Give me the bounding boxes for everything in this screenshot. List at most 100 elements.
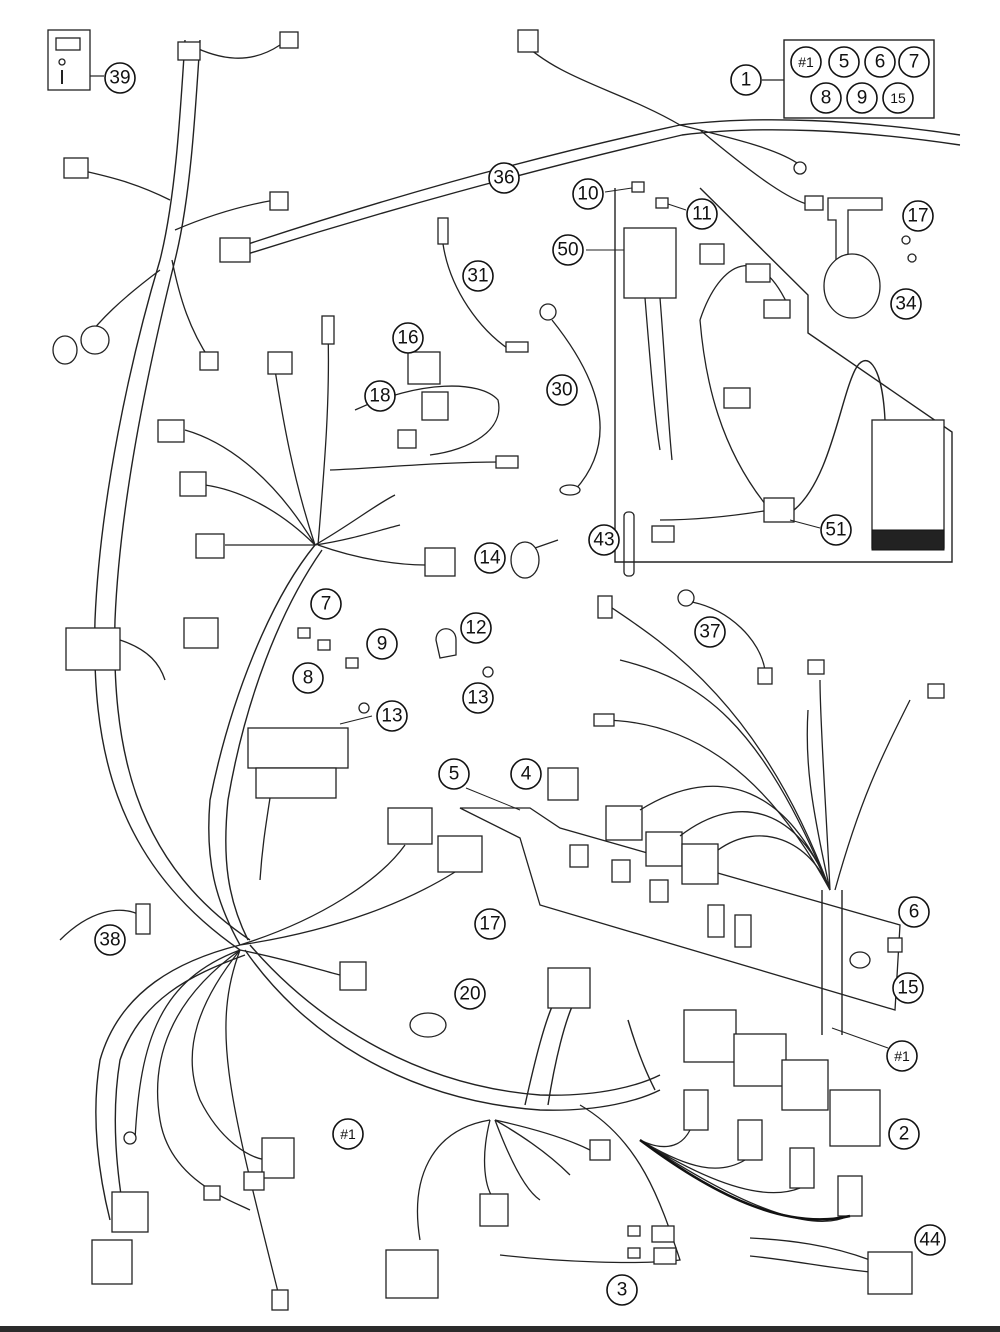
label-5: 5	[438, 758, 470, 790]
svg-text:11: 11	[692, 204, 712, 225]
leader-hash1-right	[831, 1027, 889, 1049]
subharness-to-trunk	[208, 544, 316, 946]
lower-conn-c	[91, 1239, 133, 1285]
label-18: 18	[364, 380, 396, 412]
fuse-box-wires	[259, 797, 271, 881]
fuse-box-base	[255, 767, 337, 799]
subharness-branch-3	[184, 429, 316, 546]
right-harness-trunk	[821, 890, 843, 1035]
svg-text:6: 6	[909, 902, 920, 923]
svg-text:17: 17	[907, 206, 928, 227]
connector-tl-4	[269, 191, 289, 211]
label-kit-15: 15	[882, 82, 914, 114]
plate-slot-2	[611, 859, 631, 883]
center-harness-right	[627, 1019, 656, 1091]
sensor-tl-cap	[52, 335, 78, 365]
svg-text:34: 34	[895, 294, 917, 315]
subharness-conn-2	[321, 315, 335, 345]
right-conn-b	[927, 683, 945, 699]
label-kit-8: 8	[810, 82, 842, 114]
inset-conn-2	[745, 263, 771, 283]
lower-harness-inner	[114, 954, 246, 1221]
harness-top-branch	[519, 39, 681, 126]
subharness-branch-9	[317, 544, 426, 566]
fuse-8	[317, 639, 331, 651]
fuse-9	[345, 657, 359, 669]
part-39-box	[47, 29, 91, 91]
connector-top-center	[517, 29, 539, 53]
multipin-wires	[239, 844, 456, 946]
svg-text:7: 7	[321, 594, 332, 615]
label-4: 4	[510, 758, 542, 790]
part-20-grommet	[409, 1012, 447, 1038]
lower-conn-a	[261, 1137, 295, 1179]
trunk-wires-left	[119, 639, 166, 681]
inset-conn-5	[651, 525, 675, 543]
svg-text:43: 43	[593, 530, 614, 551]
svg-text:2: 2	[899, 1124, 910, 1145]
inset-conn-3	[763, 299, 791, 319]
label-43: 43	[588, 524, 620, 556]
leader-5	[465, 787, 521, 811]
part-3-a	[627, 1225, 641, 1237]
svg-text:17: 17	[479, 914, 500, 935]
part-44-wires	[749, 1237, 871, 1273]
lower-conn-d	[243, 1171, 265, 1191]
part-15-clamp	[849, 951, 871, 969]
label-34: 34	[890, 288, 922, 320]
subharness-to-trunk-2	[225, 549, 323, 941]
subharness-conn-3	[157, 419, 185, 443]
svg-text:16: 16	[397, 328, 418, 349]
subharness-loop	[354, 385, 500, 456]
svg-text:14: 14	[479, 548, 501, 569]
leader-13b	[339, 715, 373, 725]
fuse-box	[247, 727, 349, 769]
label-11: 11	[686, 198, 718, 230]
svg-text:7: 7	[909, 52, 920, 73]
right-conn-a	[807, 659, 825, 675]
part-4-relay	[547, 767, 579, 801]
center-lower-branch-6	[499, 1104, 681, 1264]
svg-text:8: 8	[821, 88, 832, 109]
center-lower-branch-5	[494, 1119, 591, 1151]
svg-text:51: 51	[825, 520, 846, 541]
inset-wire-3	[699, 319, 771, 511]
lower-branch-d	[225, 949, 281, 1301]
svg-text:15: 15	[890, 90, 906, 106]
svg-text:1: 1	[741, 70, 752, 91]
svg-text:15: 15	[897, 978, 918, 999]
connector-right-1	[804, 195, 824, 211]
svg-text:44: 44	[919, 1230, 941, 1251]
right-branch-6	[599, 599, 831, 891]
inset-panel	[614, 187, 953, 563]
right-branch-5	[619, 659, 831, 891]
trunk-connector-left	[65, 627, 121, 671]
relay-socket-3	[789, 1147, 815, 1189]
svg-text:8: 8	[303, 668, 314, 689]
part-38-body	[135, 903, 151, 935]
svg-text:36: 36	[493, 168, 514, 189]
label-51: 51	[820, 514, 852, 546]
inset-wire-2	[659, 297, 673, 461]
label-hash1-bottom: #1	[332, 1118, 364, 1150]
connector-tl-2	[279, 31, 299, 49]
label-10: 10	[572, 178, 604, 210]
part-31-terminal	[505, 341, 529, 353]
bottom-border	[0, 1326, 1000, 1332]
lower-branch-a	[191, 949, 271, 1161]
subharness-branch-4	[204, 484, 316, 546]
lower-branch-c	[134, 949, 241, 1141]
subharness-branch-8	[314, 524, 401, 546]
part-50-relay-holder	[623, 227, 677, 299]
label-37: 37	[694, 616, 726, 648]
part-3-c	[627, 1247, 641, 1259]
part-3-d	[653, 1247, 677, 1265]
center-lower-conn-5	[589, 1139, 611, 1161]
lower-conn-b	[111, 1191, 149, 1233]
inset-wire-4	[699, 265, 791, 321]
relay-4	[829, 1089, 881, 1147]
inset-wire-5	[659, 509, 771, 521]
wire-tl-1	[189, 44, 281, 59]
fuse-7	[297, 627, 311, 639]
connector-tl-3	[63, 157, 89, 179]
